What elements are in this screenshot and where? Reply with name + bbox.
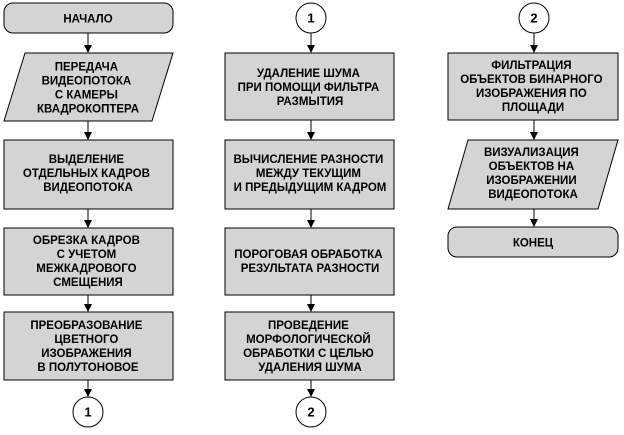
difference-line-3: И ПРЕДЫДУЩИМ КАДРОМ [234, 182, 387, 194]
svg-text:ФИЛЬТРАЦИЯ ОБЪЕКТОВ БИ: ФИЛЬТРАЦИЯ ОБЪЕКТОВ БИНАРНОГО ИЗОБРАЖЕНИ… [460, 60, 606, 114]
column-1: НАЧАЛО ПЕРЕДАЧА ВИДЕОПОТОКА С КАМЕРЫ КВА… [3, 2, 174, 428]
svg-text:ВЫДЕЛЕНИЕ ОТДЕЛЬНЫХ КА: ВЫДЕЛЕНИЕ ОТДЕЛЬНЫХ КАДРОВ ВИДЕОПОТОКА [23, 154, 153, 194]
extract-frames-block: ВЫДЕЛЕНИЕ ОТДЕЛЬНЫХ КАДРОВ ВИДЕОПОТОКА [3, 139, 174, 210]
extract-line-2: ОТДЕЛЬНЫХ КАДРОВ [23, 168, 150, 180]
threshold-block: ПОРОГОВАЯ ОБРАБОТКА РЕЗУЛЬТАТА РАЗНОСТИ [224, 227, 395, 296]
threshold-line-1: ПОРОГОВАЯ ОБРАБОТКА [234, 249, 382, 261]
transmit-line-1: ПЕРЕДАЧА [55, 62, 118, 74]
grayscale-conversion-block: ПРЕОБРАЗОВАНИЕ ЦВЕТНОГО ИЗОБРАЖЕНИЯ В ПО… [3, 311, 174, 381]
visualize-line-2: ОБЪЕКТОВ НА [489, 161, 575, 173]
transmit-line-2: ВИДЕОПОТОКА [42, 76, 132, 88]
convert-line-2: ЦВЕТНОГО [54, 334, 118, 346]
svg-text:ОБРЕЗКА КАДРОВ С УЧЕТО: ОБРЕЗКА КАДРОВ С УЧЕТОМ МЕЖКАДРОВОГО СМЕ… [33, 235, 143, 289]
connector-1-in-label: 1 [307, 11, 314, 26]
svg-text:ПРЕОБРАЗОВАНИЕ ЦВЕТНОГ: ПРЕОБРАЗОВАНИЕ ЦВЕТНОГО ИЗОБРАЖЕНИЯ В ПО… [30, 320, 145, 374]
area-filter-block: ФИЛЬТРАЦИЯ ОБЪЕКТОВ БИНАРНОГО ИЗОБРАЖЕНИ… [447, 52, 619, 121]
start-label: НАЧАЛО [63, 14, 112, 26]
svg-text:ВИЗУАЛИЗАЦИЯ ОБЪЕКТОВ: ВИЗУАЛИЗАЦИЯ ОБЪЕКТОВ НА ИЗОБРАЖЕНИИ ВИД… [484, 147, 582, 201]
svg-text:ПРОВЕДЕНИЕ МОРФОЛОГИЧЕ: ПРОВЕДЕНИЕ МОРФОЛОГИЧЕСКОЙ ОБРАБОТКИ С Ц… [243, 320, 377, 374]
crop-frames-block: ОБРЕЗКА КАДРОВ С УЧЕТОМ МЕЖКАДРОВОГО СМЕ… [3, 227, 174, 296]
denoise-line-3: РАЗМЫТИЯ [277, 96, 344, 108]
morph-line-3: ОБРАБОТКИ С ЦЕЛЬЮ [243, 348, 374, 360]
visualize-objects-io-block: ВИЗУАЛИЗАЦИЯ ОБЪЕКТОВ НА ИЗОБРАЖЕНИИ ВИД… [447, 139, 619, 210]
transmit-video-io-block: ПЕРЕДАЧА ВИДЕОПОТОКА С КАМЕРЫ КВАДРОКОПТ… [3, 52, 174, 122]
connector-1-out-label: 1 [84, 405, 91, 420]
convert-line-4: В ПОЛУТОНОВОЕ [37, 362, 139, 374]
svg-text:ПЕРЕДАЧА ВИДЕОПОТОКА: ПЕРЕДАЧА ВИДЕОПОТОКА С КАМЕРЫ КВАДРОКОПТ… [37, 62, 139, 116]
difference-line-2: МЕЖДУ ТЕКУЩИМ [256, 168, 361, 180]
morph-line-2: МОРФОЛОГИЧЕСКОЙ [246, 333, 371, 346]
visualize-line-3: ИЗОБРАЖЕНИИ [486, 175, 576, 187]
connector-2-out-label: 2 [307, 405, 314, 420]
svg-text:УДАЛЕНИЕ ШУМА ПРИ ПОМО: УДАЛЕНИЕ ШУМА ПРИ ПОМОЩИ ФИЛЬТРА РАЗМЫТИ… [238, 68, 383, 108]
connector-2-in: 2 [518, 2, 550, 34]
morph-line-4: УДАЛЕНИЯ ШУМА [258, 362, 362, 374]
connector-2-out: 2 [295, 396, 327, 428]
crop-line-2: С УЧЕТОМ [57, 249, 117, 261]
extract-line-1: ВЫДЕЛЕНИЕ [49, 154, 125, 166]
connector-2-in-label: 2 [530, 11, 537, 26]
extract-line-3: ВИДЕОПОТОКА [43, 182, 133, 194]
denoise-line-1: УДАЛЕНИЕ ШУМА [257, 68, 360, 80]
column-3: 2 ФИЛЬТРАЦИЯ ОБЪЕКТОВ БИНАРНОГО ИЗОБРАЖЕ… [447, 2, 619, 258]
difference-line-1: ВЫЧИСЛЕНИЕ РАЗНОСТИ [233, 154, 383, 166]
filter-line-1: ФИЛЬТРАЦИЯ [491, 60, 571, 72]
column-2: 1 УДАЛЕНИЕ ШУМА ПРИ ПОМОЩИ ФИЛЬТРА РАЗМЫ… [224, 2, 395, 428]
visualize-line-1: ВИЗУАЛИЗАЦИЯ [484, 147, 579, 159]
denoise-line-2: ПРИ ПОМОЩИ ФИЛЬТРА [238, 82, 380, 94]
threshold-line-2: РЕЗУЛЬТАТА РАЗНОСТИ [241, 263, 380, 275]
transmit-line-4: КВАДРОКОПТЕРА [37, 104, 139, 116]
connector-1-in: 1 [295, 2, 327, 34]
visualize-line-4: ВИДЕОПОТОКА [488, 189, 578, 201]
denoise-blur-block: УДАЛЕНИЕ ШУМА ПРИ ПОМОЩИ ФИЛЬТРА РАЗМЫТИ… [224, 52, 395, 121]
end-terminator: КОНЕЦ [447, 226, 619, 258]
filter-line-2: ОБЪЕКТОВ БИНАРНОГО [460, 74, 602, 86]
convert-line-3: ИЗОБРАЖЕНИЯ [41, 348, 131, 360]
svg-text:ВЫЧИСЛЕНИЕ РАЗНОСТИ МЕ: ВЫЧИСЛЕНИЕ РАЗНОСТИ МЕЖДУ ТЕКУЩИМ И ПРЕД… [233, 154, 386, 194]
filter-line-3: ИЗОБРАЖЕНИЯ ПО [476, 88, 587, 100]
start-terminator: НАЧАЛО [3, 2, 174, 34]
convert-line-1: ПРЕОБРАЗОВАНИЕ [30, 320, 142, 332]
svg-text:ПОРОГОВАЯ ОБРАБОТКА РЕ: ПОРОГОВАЯ ОБРАБОТКА РЕЗУЛЬТАТА РАЗНОСТИ [234, 249, 385, 275]
filter-line-4: ПЛОЩАДИ [502, 102, 564, 114]
morphology-block: ПРОВЕДЕНИЕ МОРФОЛОГИЧЕСКОЙ ОБРАБОТКИ С Ц… [224, 311, 395, 381]
morph-line-1: ПРОВЕДЕНИЕ [268, 320, 349, 332]
crop-line-1: ОБРЕЗКА КАДРОВ [33, 235, 140, 247]
transmit-line-3: С КАМЕРЫ [55, 90, 118, 102]
crop-line-3: МЕЖКАДРОВОГО [36, 263, 136, 275]
connector-1-out: 1 [72, 396, 104, 428]
crop-line-4: СМЕЩЕНИЯ [53, 277, 123, 289]
end-label: КОНЕЦ [513, 238, 554, 250]
frame-difference-block: ВЫЧИСЛЕНИЕ РАЗНОСТИ МЕЖДУ ТЕКУЩИМ И ПРЕД… [224, 139, 395, 210]
